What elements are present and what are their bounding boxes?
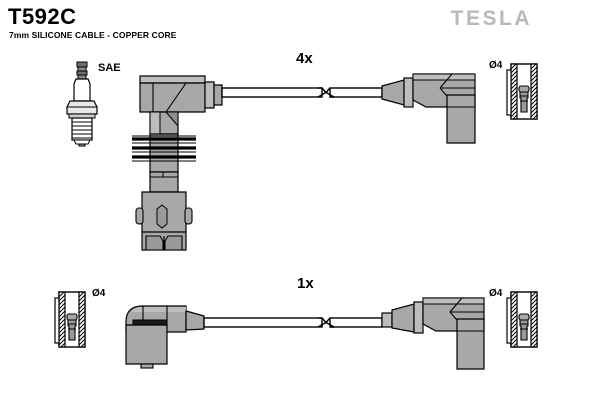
terminal-socket-bottom-left bbox=[54, 291, 86, 348]
quantity-label-bottom: 1x bbox=[297, 275, 314, 292]
diameter-label-bottom-left: Ø4 bbox=[92, 288, 106, 299]
coil-connector-bottom-left bbox=[125, 305, 205, 369]
cable-break-symbol-bottom bbox=[317, 317, 335, 328]
sae-label: SAE bbox=[98, 62, 121, 74]
terminal-socket-top-right bbox=[506, 63, 538, 120]
diameter-label-bottom-right: Ø4 bbox=[489, 288, 503, 299]
spark-plug-boot-connector-top bbox=[132, 75, 223, 251]
cable-break-symbol bbox=[317, 87, 335, 98]
quantity-label-top: 4x bbox=[296, 50, 313, 67]
cable-bottom bbox=[203, 317, 383, 328]
cable-top bbox=[221, 87, 383, 98]
brand-logo: TESLA bbox=[450, 7, 532, 30]
part-description: 7mm SILICONE CABLE - COPPER CORE bbox=[9, 30, 177, 40]
coil-connector-bottom-right bbox=[381, 297, 485, 370]
spark-plug-icon bbox=[66, 61, 98, 147]
page-title: T592C bbox=[8, 4, 77, 29]
diameter-label-top-right: Ø4 bbox=[489, 60, 503, 71]
terminal-socket-bottom-right bbox=[506, 291, 538, 348]
coil-connector-top-right bbox=[381, 73, 476, 144]
